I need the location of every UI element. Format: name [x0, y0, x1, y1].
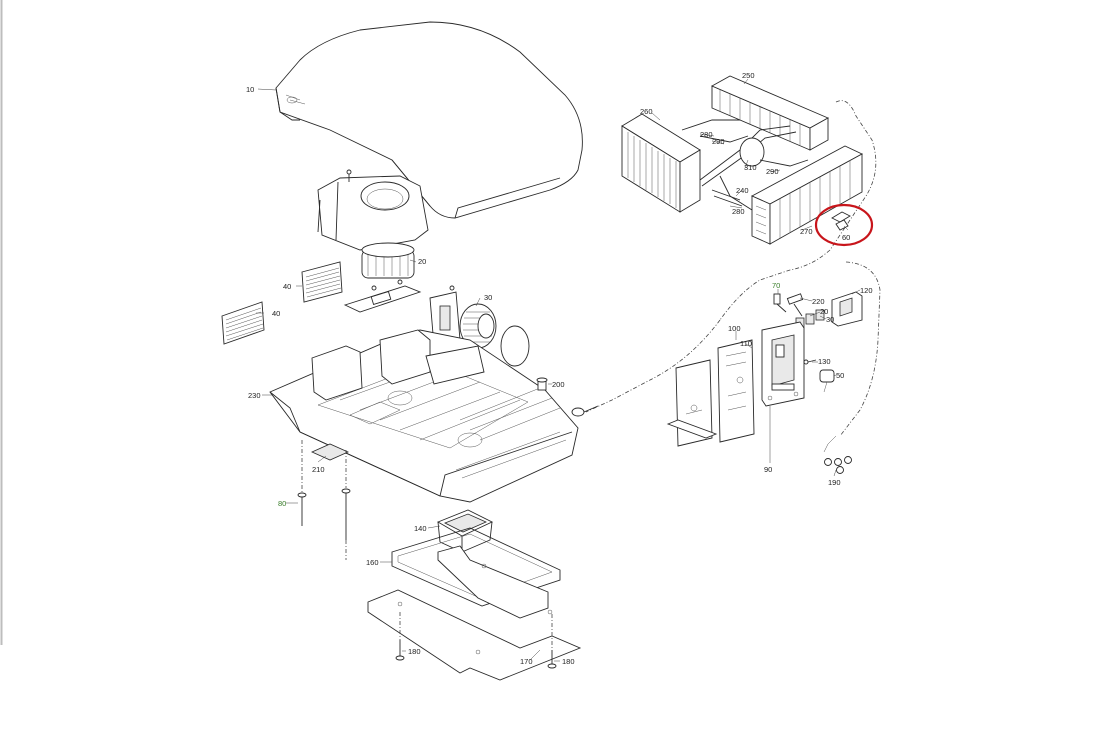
part-coil-270	[750, 145, 863, 245]
callout-180-right: 180	[562, 657, 575, 666]
wire-harness-right	[839, 261, 881, 437]
callout-20-motor: 20	[418, 257, 426, 266]
part-screw-130	[803, 359, 817, 365]
part-blower-housing	[317, 169, 429, 251]
callout-170: 170	[520, 657, 533, 666]
callout-280-top: 280	[700, 130, 713, 139]
callout-70: 70	[772, 281, 780, 290]
wire-harness-lower	[585, 319, 721, 413]
callout-30-relay: 30	[826, 315, 834, 324]
part-sensor	[571, 405, 599, 417]
callout-130: 130	[818, 357, 831, 366]
callout-90: 90	[764, 465, 772, 474]
part-control-box-110	[761, 321, 805, 407]
leader-lines	[256, 78, 861, 662]
callout-250: 250	[742, 71, 755, 80]
callout-40-a: 40	[283, 282, 291, 291]
part-cover	[275, 21, 583, 219]
part-duct	[436, 509, 494, 553]
callout-220: 220	[812, 297, 825, 306]
part-screws-80	[297, 440, 351, 560]
callout-190: 190	[828, 478, 841, 487]
callout-60: 60	[842, 233, 850, 242]
part-control-board-100	[717, 339, 755, 443]
part-drain-plug	[536, 377, 548, 391]
part-bolts-180	[395, 612, 557, 669]
callout-100: 100	[728, 324, 741, 333]
highlight-circle	[814, 203, 874, 247]
callout-110: 110	[740, 339, 752, 348]
callout-40-b: 40	[272, 309, 280, 318]
callout-260: 260	[640, 107, 653, 116]
part-grille-40a	[301, 261, 343, 303]
part-grille-40b	[221, 301, 265, 345]
callout-10: 10	[246, 85, 254, 94]
part-coil-260	[621, 113, 701, 213]
callout-50: 50	[836, 371, 844, 380]
callout-240: 240	[736, 186, 749, 195]
callout-230: 230	[248, 391, 261, 400]
part-bracket-120	[831, 291, 863, 327]
part-motor-bracket	[343, 279, 422, 313]
part-capacitor-50	[819, 369, 835, 393]
wire-harness-upper	[719, 100, 877, 321]
callout-labels: 10 20 40 40 30 230 200 210 80 140 160 18…	[246, 71, 873, 666]
part-base-pan	[269, 329, 579, 503]
part-connector-70	[773, 293, 787, 313]
callout-270: 270	[800, 227, 813, 236]
callout-280-bottom: 280	[732, 207, 745, 216]
part-connector-220	[786, 293, 804, 317]
callout-160: 160	[366, 558, 379, 567]
part-grommets-190	[823, 435, 852, 474]
callout-310: 310	[744, 163, 757, 172]
part-ceiling-plate	[367, 545, 582, 681]
part-fan-ring	[500, 325, 530, 367]
callout-20-relay: 20	[820, 307, 828, 316]
callout-290-right: 290	[766, 167, 779, 176]
part-fan-bracket	[429, 285, 461, 347]
callout-200: 200	[552, 380, 565, 389]
part-clip-60	[831, 211, 851, 231]
callout-120: 120	[860, 286, 873, 295]
part-cover-90	[666, 359, 718, 447]
callout-210: 210	[312, 465, 325, 474]
callout-290-top: 290	[712, 137, 725, 146]
callout-30-fan: 30	[484, 293, 492, 302]
part-coil-piping	[681, 119, 809, 211]
callout-80: 80	[278, 499, 286, 508]
part-motor-upper	[361, 242, 415, 279]
callout-140: 140	[414, 524, 427, 533]
part-coil-250	[710, 75, 830, 151]
callout-180-left: 180	[408, 647, 421, 656]
part-fan-wheel	[459, 303, 497, 349]
